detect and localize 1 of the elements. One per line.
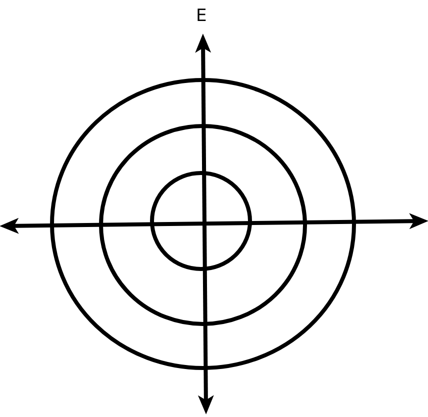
axis-label: E: [196, 6, 207, 26]
